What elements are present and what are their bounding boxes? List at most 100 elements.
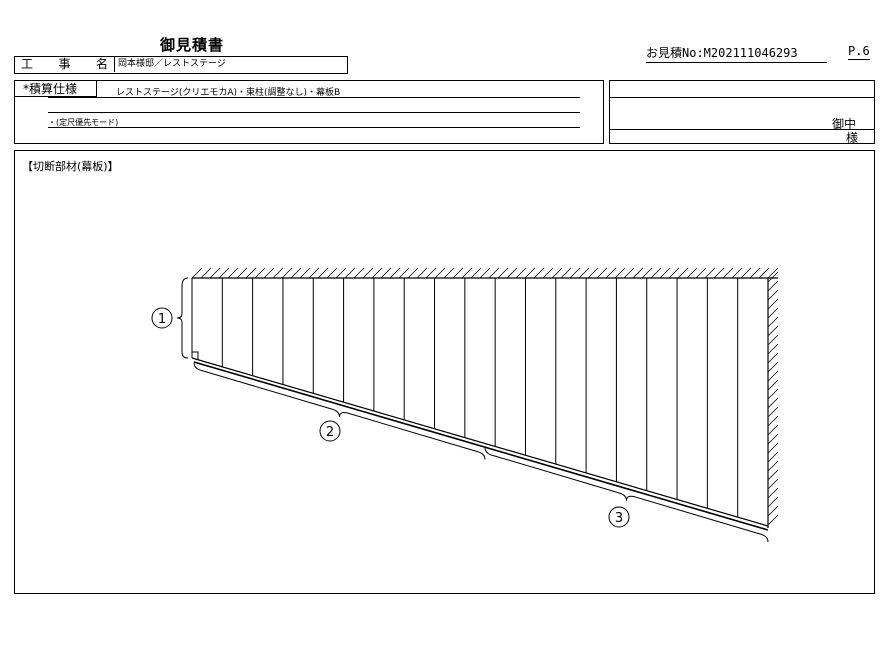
hatch-stroke — [236, 267, 248, 279]
hatch-stroke — [245, 267, 257, 279]
client-box — [609, 80, 875, 144]
hatch-stroke — [272, 267, 284, 279]
hatch-stroke — [659, 267, 671, 279]
hatch-stroke — [488, 267, 500, 279]
callout-labels: 1 2 3 — [151, 307, 630, 528]
hatch-stroke — [317, 267, 329, 279]
hatch-stroke — [551, 267, 563, 279]
hatch-stroke — [767, 334, 779, 346]
hatch-stroke — [209, 267, 221, 279]
hatch-stroke — [767, 379, 779, 391]
dimension-braces — [176, 277, 769, 543]
hatch-stroke — [767, 433, 779, 445]
hatch-stroke — [290, 267, 302, 279]
hatch-stroke — [299, 267, 311, 279]
hatch-stroke — [479, 267, 491, 279]
hatch-stroke — [497, 267, 509, 279]
hatch-stroke — [506, 267, 518, 279]
estimate-number: お見積No:M202111046293 — [646, 44, 827, 63]
hatch-stroke — [533, 267, 545, 279]
project-label-char-2: 事 — [58, 57, 71, 71]
brace-1 — [176, 277, 189, 359]
drawing-area — [14, 150, 875, 594]
hatch-stroke — [767, 343, 779, 355]
hatch-stroke — [452, 267, 464, 279]
hatch-stroke — [731, 267, 743, 279]
spec-rule-1 — [48, 97, 580, 98]
callout-number-1: 1 — [158, 312, 166, 327]
page-number: P.6 — [848, 44, 870, 60]
fascia-panels — [191, 278, 769, 531]
hatch-stroke — [443, 267, 455, 279]
project-label-char-1: 工 — [21, 57, 34, 71]
section-title: 【切断部材(幕板)】 — [22, 160, 119, 173]
hatch-stroke — [767, 316, 779, 328]
hatch-stroke — [587, 267, 599, 279]
hatch-stroke — [524, 267, 536, 279]
client-sama: 様 — [846, 131, 859, 145]
hatch-stroke — [362, 267, 374, 279]
hatch-stroke — [722, 267, 734, 279]
hatch-stroke — [632, 267, 644, 279]
hatch-stroke — [191, 267, 203, 279]
hatch-stroke — [353, 267, 365, 279]
hatch-stroke — [767, 496, 779, 508]
hatch-stroke — [668, 267, 680, 279]
hatch-stroke — [200, 267, 212, 279]
brace-3 — [484, 447, 769, 543]
client-rule-1 — [610, 97, 874, 98]
spec-line-2: ・(定尺優先モード) — [48, 118, 119, 127]
hatch-stroke — [308, 267, 320, 279]
hatch-stroke — [767, 267, 779, 279]
hatch-stroke — [767, 271, 779, 283]
hatch-stroke — [434, 267, 446, 279]
hatch-stroke — [677, 267, 689, 279]
hatch-stroke — [767, 280, 779, 292]
hatch-stroke — [569, 267, 581, 279]
hatch-stroke — [767, 307, 779, 319]
hatch-stroke — [614, 267, 626, 279]
hatch-stroke — [767, 460, 779, 472]
client-rule-2 — [610, 129, 874, 130]
hatch-stroke — [596, 267, 608, 279]
hatch-stroke — [767, 451, 779, 463]
hatch-stroke — [767, 370, 779, 382]
hatch-stroke — [380, 267, 392, 279]
panel-bottom-edge-inner — [193, 361, 769, 531]
hatch-stroke — [767, 397, 779, 409]
callout-number-3: 3 — [615, 511, 623, 526]
hatch-stroke — [326, 267, 338, 279]
hatch-stroke — [623, 267, 635, 279]
hatch-stroke — [605, 267, 617, 279]
callout-circle-1 — [151, 307, 173, 329]
callout-circle-2 — [319, 420, 341, 442]
hatch-stroke — [767, 298, 779, 310]
hatch-stroke — [344, 267, 356, 279]
hatch-stroke — [641, 267, 653, 279]
hatch-stroke — [650, 267, 662, 279]
hatch-stroke — [767, 352, 779, 364]
spec-box — [14, 80, 604, 144]
hatch-stroke — [281, 267, 293, 279]
hatch-stroke — [695, 267, 707, 279]
hatch-stroke — [758, 267, 770, 279]
callout-number-2: 2 — [326, 425, 334, 440]
top-hatching — [191, 267, 779, 279]
spec-line-1: レストステージ(クリエモカA)・束柱(調整なし)・幕板B — [116, 88, 341, 98]
hatch-stroke — [335, 267, 347, 279]
hatch-stroke — [767, 406, 779, 418]
spec-label: *積算仕様 — [15, 81, 97, 97]
hatch-stroke — [686, 267, 698, 279]
spec-rule-3 — [48, 127, 580, 128]
hatch-stroke — [578, 267, 590, 279]
hatch-stroke — [542, 267, 554, 279]
panel-bottom-edge — [191, 357, 769, 527]
hatch-stroke — [713, 267, 725, 279]
hatch-stroke — [407, 267, 419, 279]
right-hatching — [767, 271, 779, 528]
hatch-stroke — [560, 267, 572, 279]
hatch-stroke — [218, 267, 230, 279]
hatch-stroke — [425, 267, 437, 279]
document-title: 御見積書 — [160, 36, 225, 54]
